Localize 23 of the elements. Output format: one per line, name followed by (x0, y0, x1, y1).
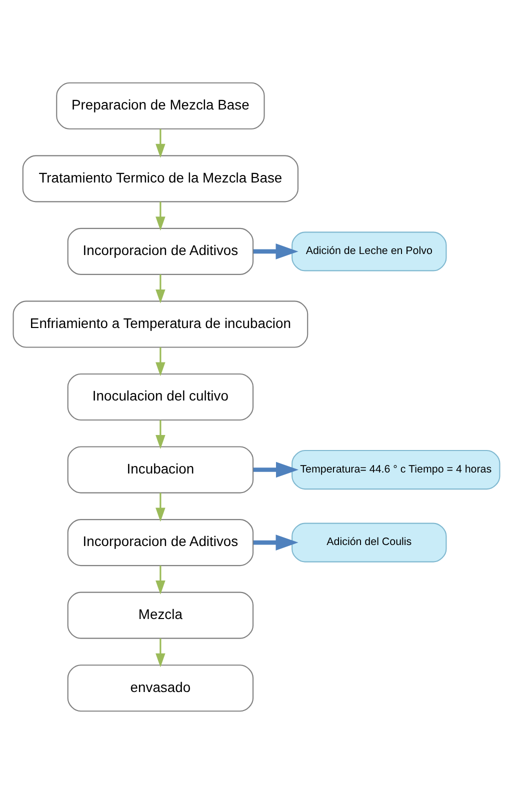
arrow (155, 274, 165, 304)
node-box: Incorporacion de Aditivos (66, 519, 254, 566)
arrow (155, 566, 165, 594)
node-box: Incorporacion de Aditivos (66, 228, 254, 275)
node-box: Temperatura= 44.6 ° c Tiempo = 4 horas (291, 450, 500, 490)
arrow (252, 244, 298, 260)
arrow (155, 492, 165, 522)
arrow (155, 202, 165, 231)
node-box: Adición de Leche en Polvo (291, 232, 446, 272)
node-box: Tratamiento Termico de la Mezcla Base (22, 155, 298, 202)
node-box: Incubacion (66, 446, 254, 494)
arrow (155, 128, 165, 158)
arrow (155, 420, 165, 449)
node-box: Mezcla (66, 592, 254, 639)
arrow (155, 638, 165, 668)
node-box: Enfriamiento a Temperatura de incubacion (12, 300, 308, 348)
arrow (252, 462, 298, 478)
node-box: envasado (66, 664, 254, 712)
node-box: Inoculacion del cultivo (66, 373, 254, 421)
node-box: Adición del Coulis (291, 522, 446, 562)
arrow (155, 347, 165, 376)
node-box: Preparacion de Mezcla Base (56, 82, 264, 130)
arrow (252, 534, 298, 550)
